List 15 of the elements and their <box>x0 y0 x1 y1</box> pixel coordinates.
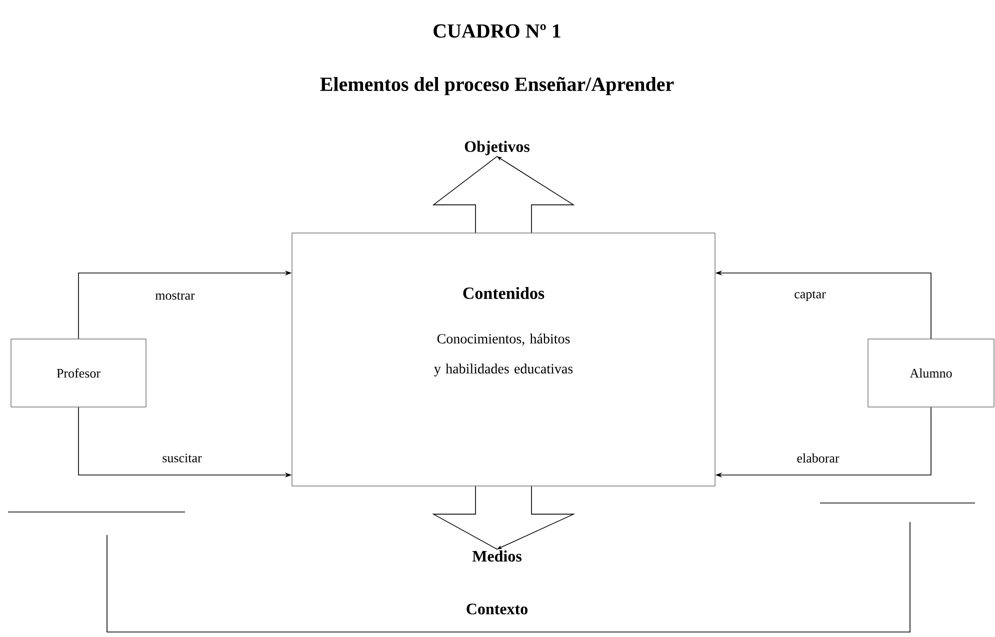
edge-label: elaborar <box>796 452 840 464</box>
hollow-arrow <box>432 486 576 550</box>
diagram-title: Elementos del proceso Enseñar/Aprender <box>320 76 674 96</box>
axis-label: Medios <box>472 550 522 562</box>
edge-label: captar <box>793 290 827 302</box>
hollow-arrow <box>432 156 575 234</box>
axis-label: Objetivos <box>464 140 530 156</box>
box-text: Conocimientos, hábitos y habilidades educativas <box>434 334 573 376</box>
diagram-heading: CUADRO Nº 1 <box>434 24 560 38</box>
axis-label: Contexto <box>466 604 528 614</box>
box-heading: Contenidos <box>463 287 544 299</box>
process-box: Alumno <box>868 338 994 408</box>
edge-label: mostrar <box>154 291 196 301</box>
process-box: Profesor <box>10 338 146 408</box>
edge-label: suscitar <box>161 452 203 464</box>
